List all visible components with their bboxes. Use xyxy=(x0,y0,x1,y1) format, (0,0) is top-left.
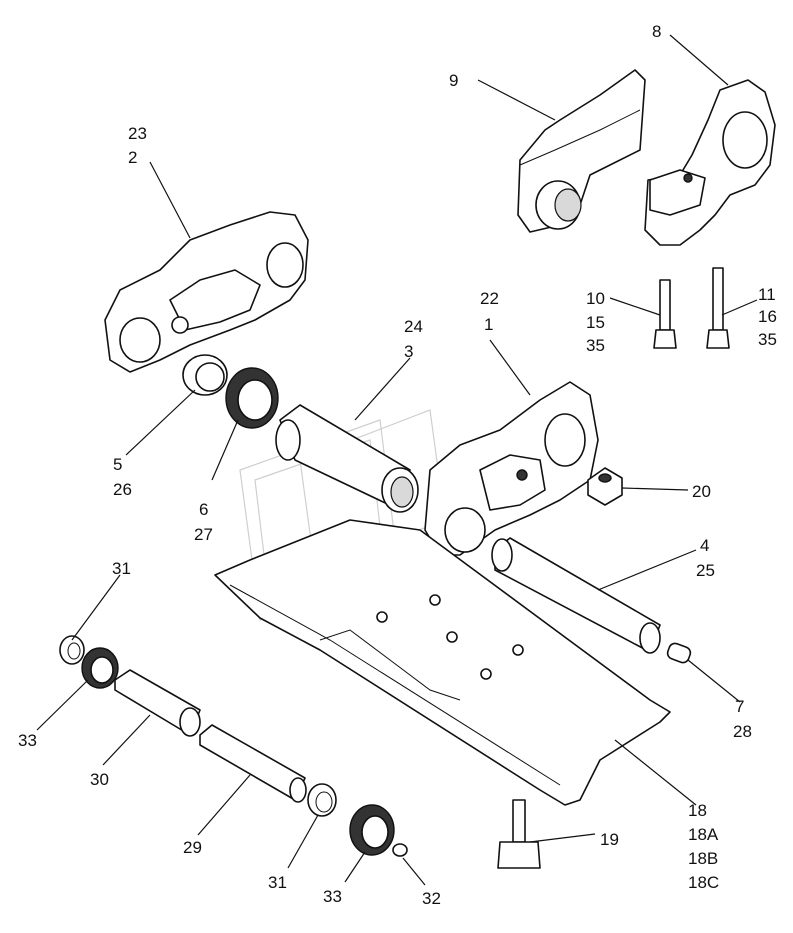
callout-11: 11 xyxy=(758,285,776,304)
part-2-link-left xyxy=(104,211,309,373)
callout-8: 8 xyxy=(652,22,661,41)
callout-23: 23 xyxy=(128,124,147,143)
part-9-shoe-block xyxy=(517,69,646,233)
callout-33-b: 33 xyxy=(323,887,342,906)
part-4-pin xyxy=(491,537,661,654)
callout-1: 1 xyxy=(484,315,493,334)
callout-3: 3 xyxy=(404,342,413,361)
part-1-link-right xyxy=(424,381,599,556)
part-7-plug xyxy=(666,642,692,664)
callout-28: 28 xyxy=(733,722,752,741)
callout-33-a: 33 xyxy=(18,731,37,750)
part-33-seal-lower xyxy=(349,804,395,856)
callout-30: 30 xyxy=(90,770,109,789)
part-29-pin xyxy=(199,724,307,803)
part-6-seal xyxy=(225,367,279,429)
callout-35-a: 35 xyxy=(586,336,605,355)
callout-15: 15 xyxy=(586,313,605,332)
part-31-ring-upper xyxy=(59,635,85,665)
callout-10: 10 xyxy=(586,289,605,308)
callout-31-b: 31 xyxy=(268,873,287,892)
part-3-bushing xyxy=(275,404,419,513)
callout-19: 19 xyxy=(600,830,619,849)
part-20-nut xyxy=(587,467,623,506)
callout-27: 27 xyxy=(194,525,213,544)
callout-32: 32 xyxy=(422,889,441,908)
part-10-bolt xyxy=(653,279,677,349)
callout-6: 6 xyxy=(199,500,208,519)
part-18-track-shoe xyxy=(214,519,671,806)
part-5-ring xyxy=(182,354,228,396)
part-31-ring-lower xyxy=(307,783,337,817)
part-11-bolt xyxy=(706,267,730,349)
callout-5: 5 xyxy=(113,455,122,474)
callout-24: 24 xyxy=(404,317,423,336)
callout-35-b: 35 xyxy=(758,330,777,349)
part-8-link xyxy=(644,79,776,246)
callout-18: 18 xyxy=(688,801,707,820)
callout-29: 29 xyxy=(183,838,202,857)
callout-20: 20 xyxy=(692,482,711,501)
callout-25: 25 xyxy=(696,561,715,580)
callout-22: 22 xyxy=(480,289,499,308)
leader-lines xyxy=(36,34,758,886)
part-19-bolt xyxy=(497,799,541,869)
callout-18B: 18B xyxy=(688,849,718,868)
callout-4: 4 xyxy=(700,536,709,555)
callout-7: 7 xyxy=(735,697,744,716)
callout-31-a: 31 xyxy=(112,559,131,578)
part-32-plug xyxy=(392,843,408,857)
callout-2: 2 xyxy=(128,148,137,167)
part-30-bushing xyxy=(114,669,201,737)
callout-labels: 9 8 23 2 22 1 24 3 10 15 35 11 16 35 5 2… xyxy=(18,22,777,908)
callout-18A: 18A xyxy=(688,825,719,844)
part-33-seal-upper xyxy=(81,647,119,689)
callout-9: 9 xyxy=(449,71,458,90)
callout-26: 26 xyxy=(113,480,132,499)
callout-18C: 18C xyxy=(688,873,719,892)
callout-16: 16 xyxy=(758,307,777,326)
